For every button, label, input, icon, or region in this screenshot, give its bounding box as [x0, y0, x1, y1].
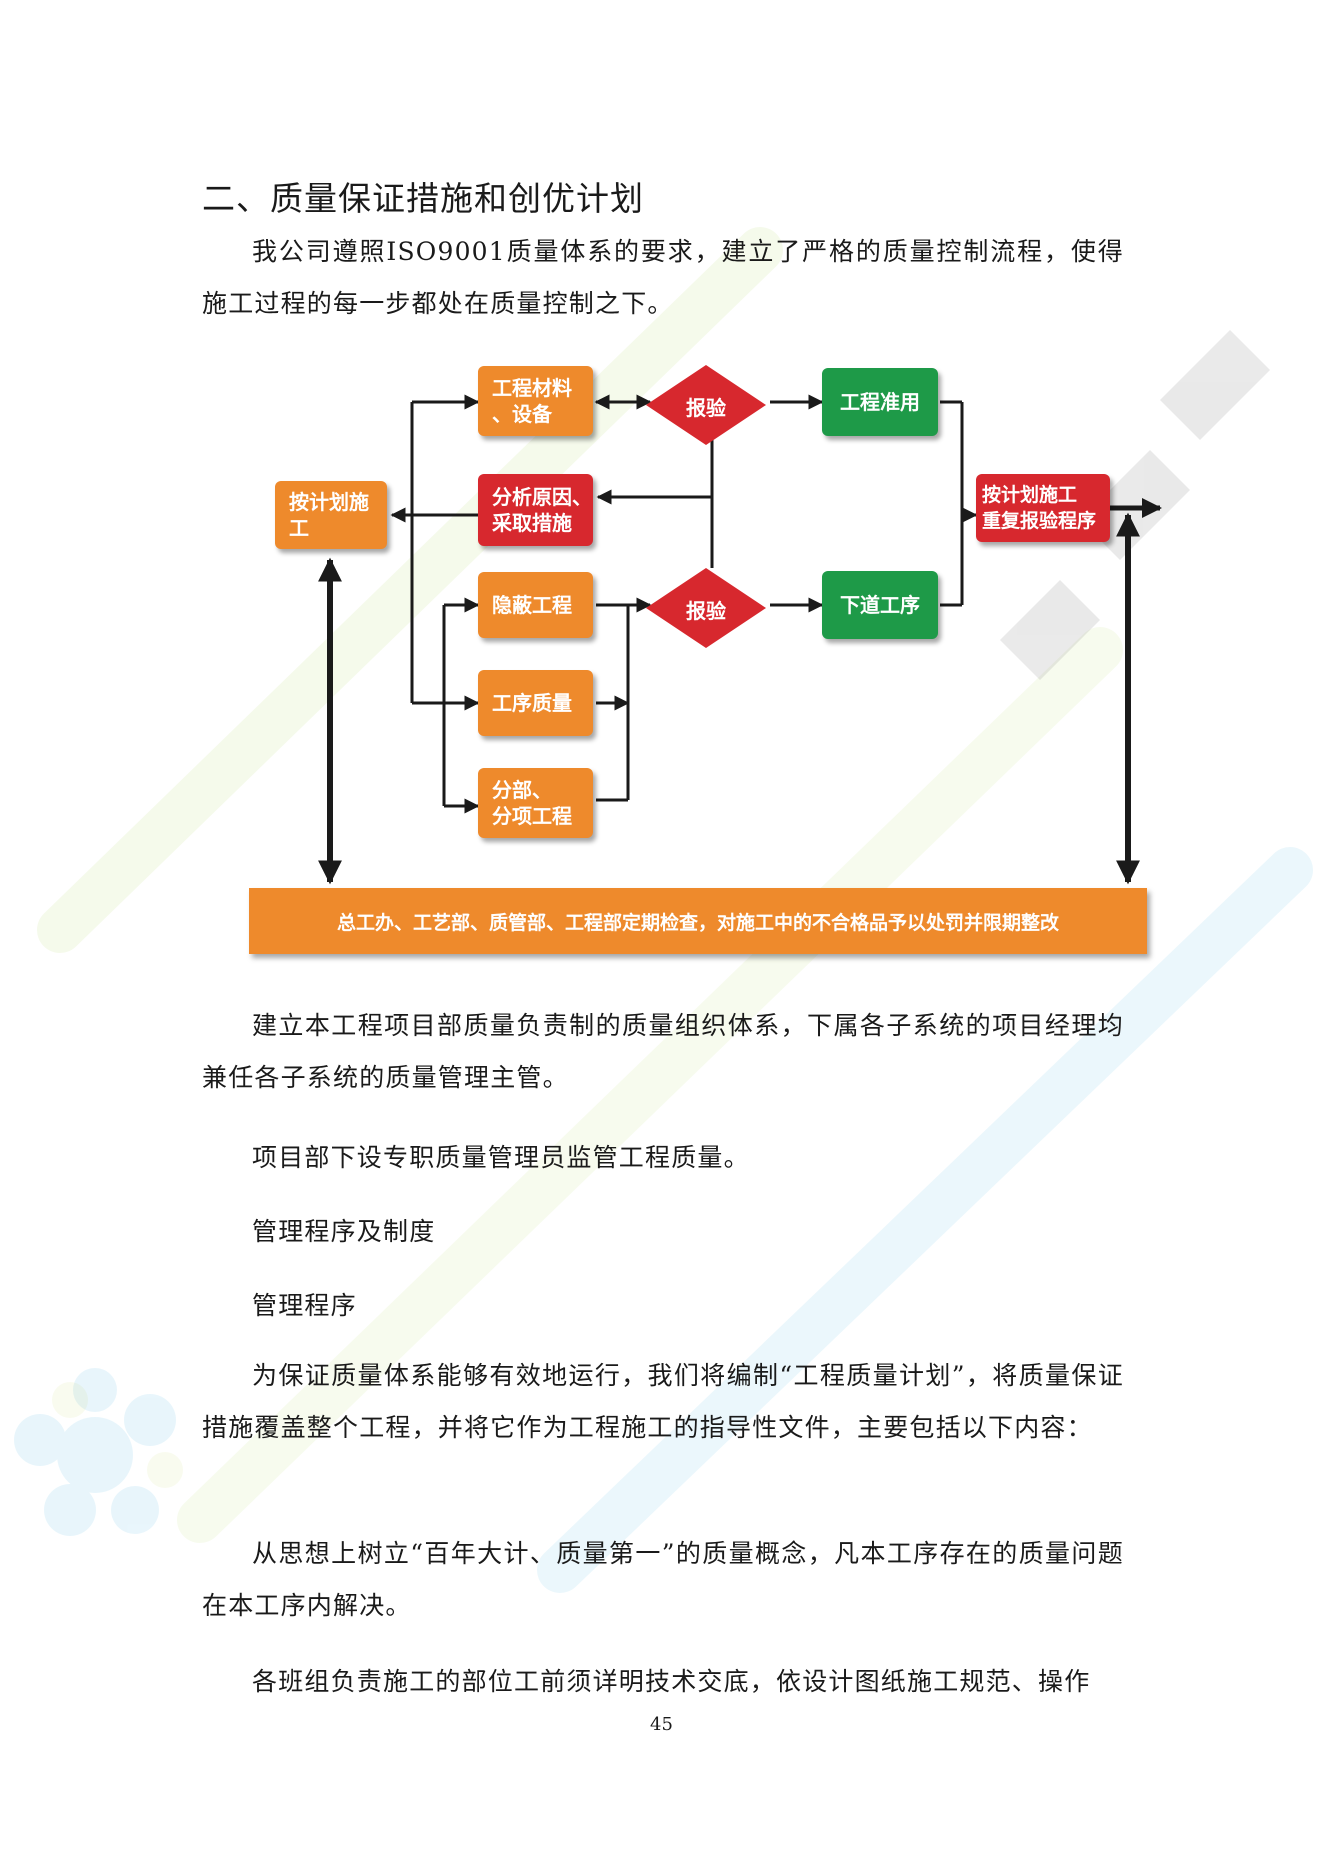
- paragraph-quality-plan: 为保证质量体系能够有效地运行，我们将编制“工程质量计划”，将质量保证措施覆盖整个…: [202, 1361, 1124, 1442]
- paragraph-technical-briefing: 各班组负责施工的部位工前须详明技术交底，依设计图纸施工规范、操作: [252, 1667, 1091, 1696]
- analyze-causes-box: 分析原因、 采取措施: [478, 474, 593, 546]
- paragraph-quality-inspector: 项目部下设专职质量管理员监管工程质量。: [252, 1143, 750, 1172]
- page-number: 45: [650, 1714, 673, 1735]
- process-quality-box: 工序质量: [478, 670, 593, 736]
- hidden-works-box: 隐蔽工程: [478, 572, 593, 638]
- paragraph-procedure-heading: 管理程序: [252, 1291, 357, 1320]
- materials-equipment-box: 工程材料 、设备: [478, 366, 593, 436]
- paragraph-quality-concept: 从思想上树立“百年大计、质量第一”的质量概念，凡本工序存在的质量问题在本工序内解…: [202, 1539, 1124, 1620]
- subdivision-works-box: 分部、 分项工程: [478, 768, 593, 838]
- report-diamond-top: [646, 365, 766, 445]
- project-approved-box: 工程准用: [822, 368, 938, 436]
- plan-construction-box: 按计划施工: [275, 481, 387, 549]
- report-label-top: 报验: [686, 396, 726, 420]
- report-label-bottom: 报验: [686, 599, 726, 623]
- report-diamond-bottom: [646, 568, 766, 648]
- replan-reinspect-box: 按计划施工 重复报验程序: [976, 474, 1110, 542]
- section-heading: 二、质量保证措施和创优计划: [202, 179, 644, 218]
- intro-paragraph: 我公司遵照ISO9001质量体系的要求，建立了严格的质量控制流程，使得施工过程的…: [202, 237, 1124, 318]
- next-process-box: 下道工序: [822, 571, 938, 639]
- regular-inspection-bar: 总工办、工艺部、质管部、工程部定期检查，对施工中的不合格品予以处罚并限期整改: [249, 888, 1147, 954]
- paragraph-org-system: 建立本工程项目部质量负责制的质量组织体系，下属各子系统的项目经理均兼任各子系统的…: [202, 1011, 1124, 1092]
- paragraph-procedures-heading: 管理程序及制度: [252, 1217, 436, 1246]
